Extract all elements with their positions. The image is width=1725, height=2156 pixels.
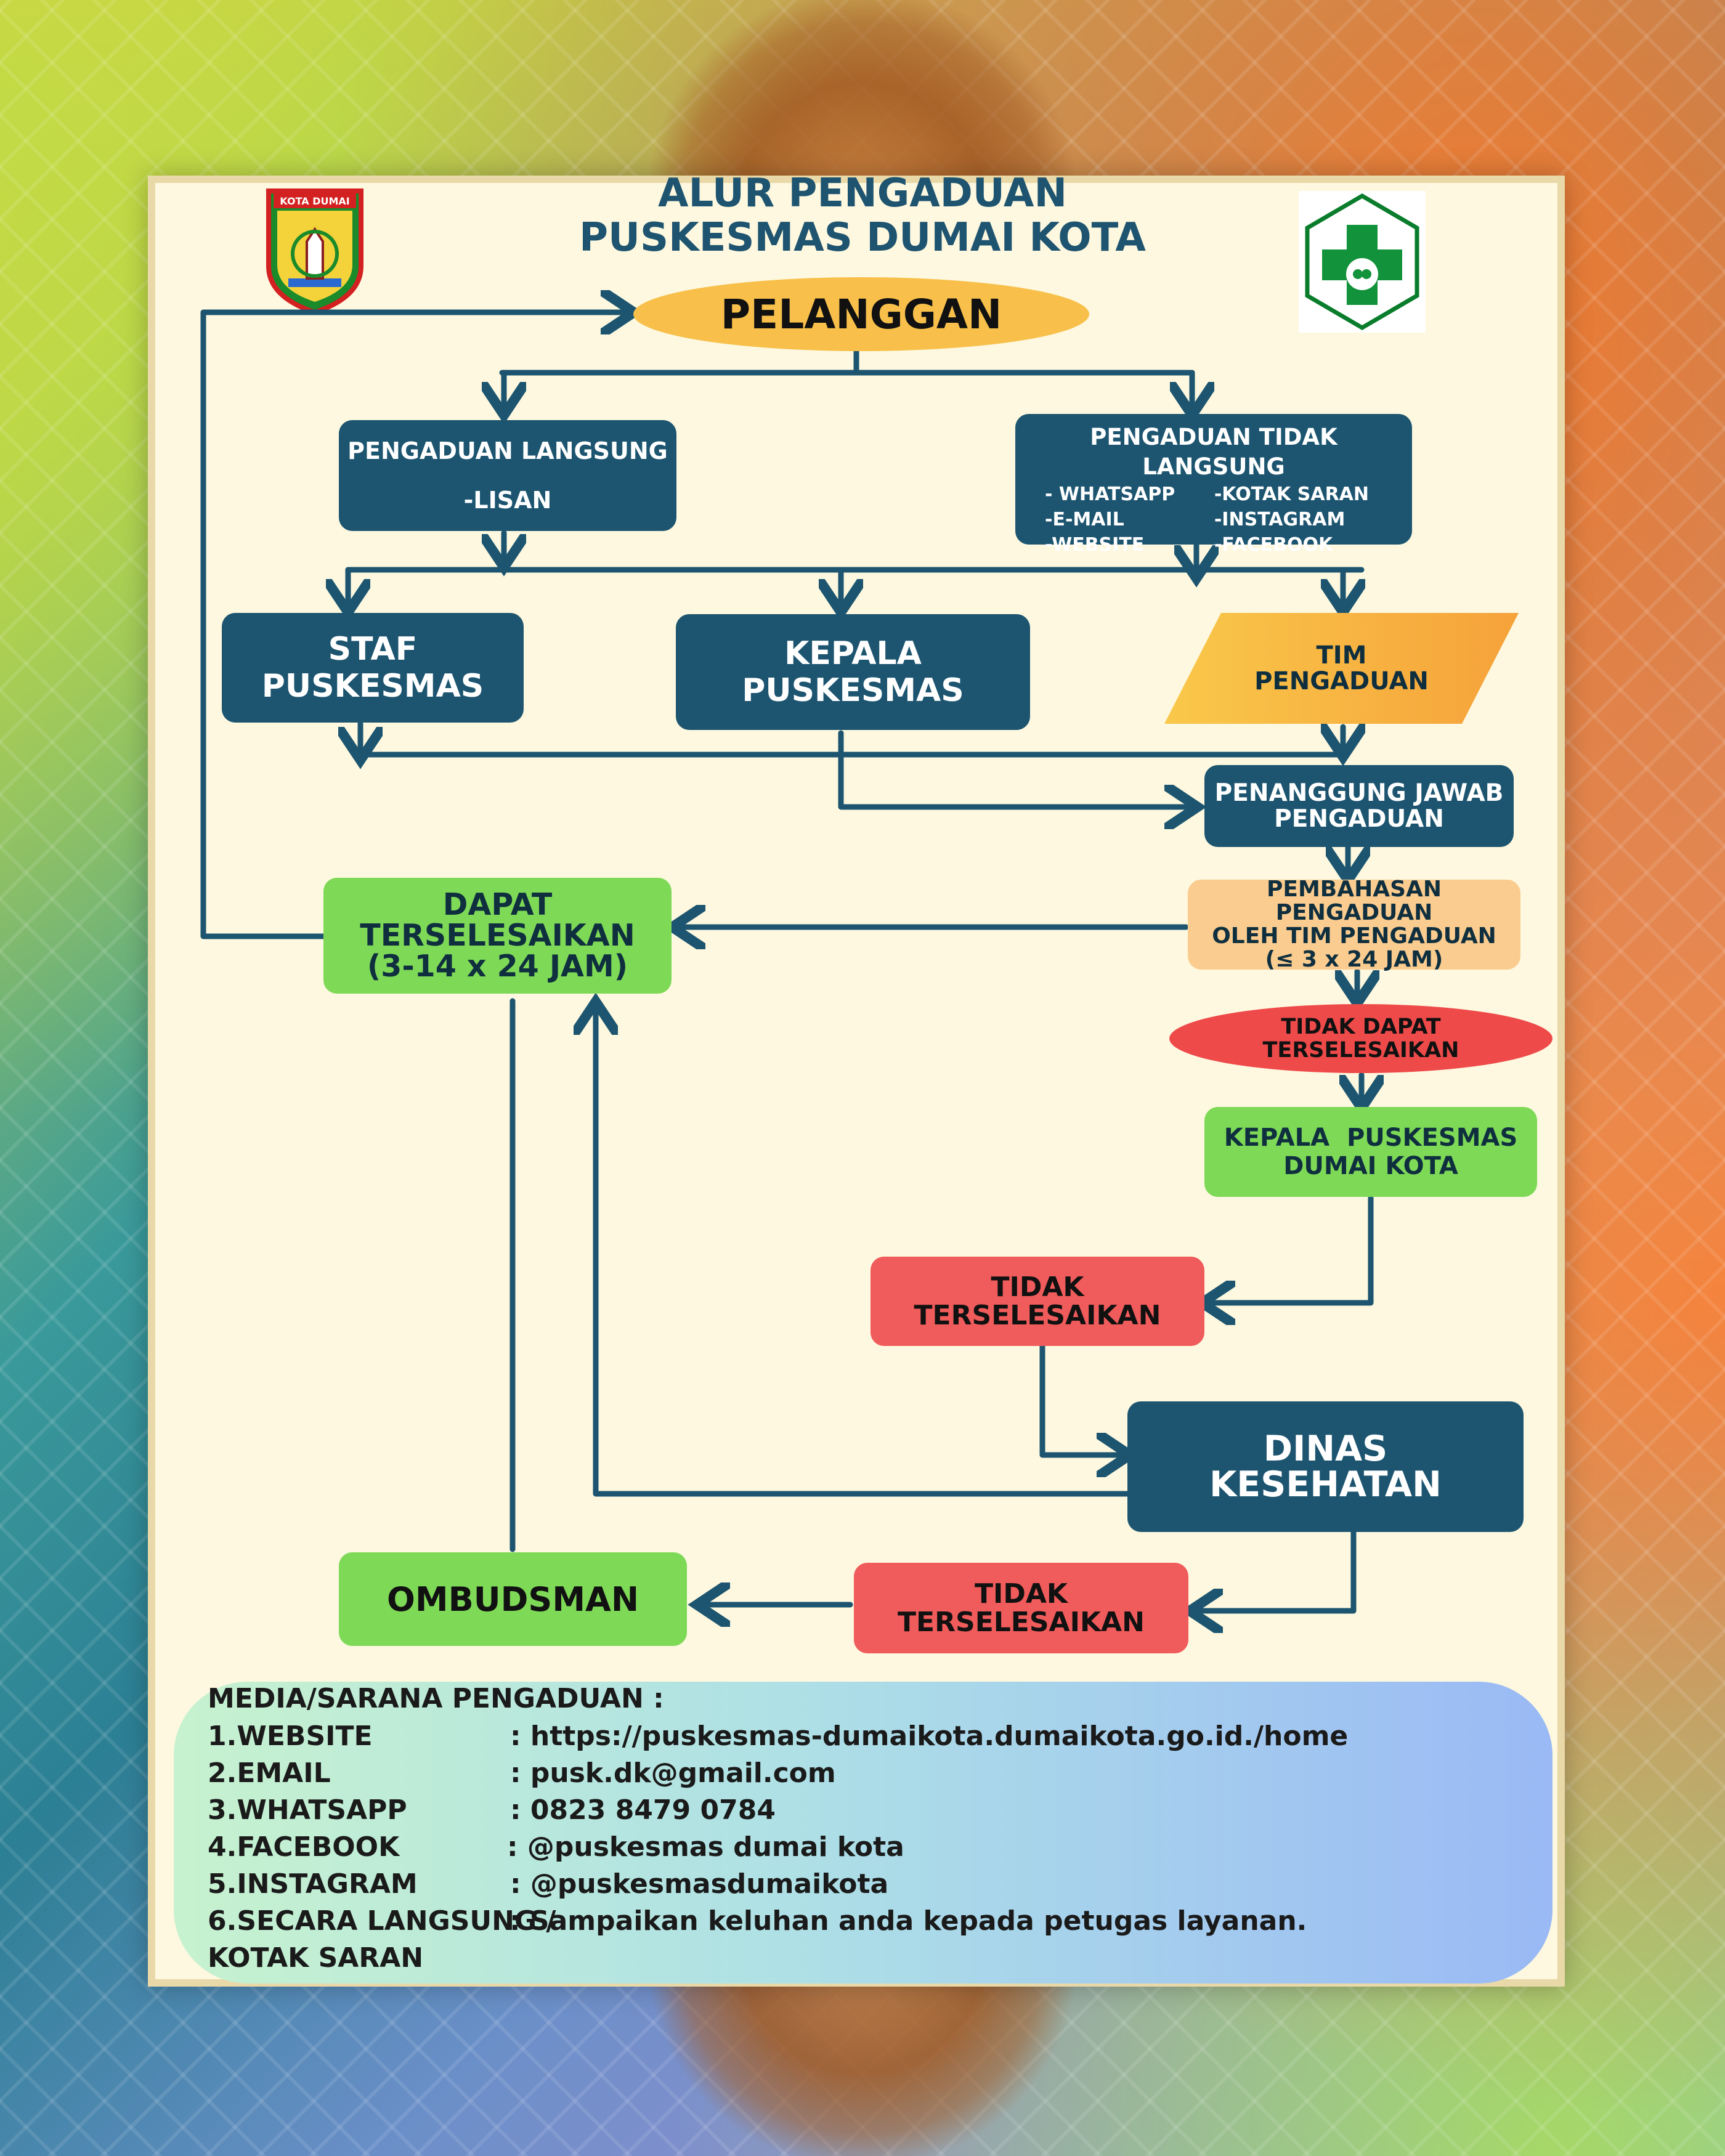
dinas-line-1: DINAS — [1263, 1429, 1388, 1469]
channel-item: -E-MAIL — [1045, 509, 1124, 530]
tim-pengaduan-shape — [1164, 613, 1519, 724]
tidak2-line-1: TIDAK — [974, 1578, 1068, 1610]
node-tidak-terselesaikan-2: TIDAK TERSELESAIKAN — [854, 1563, 1188, 1653]
node-kepala-dumai-kota: KEPALA PUSKESMAS DUMAI KOTA — [1204, 1107, 1537, 1197]
tidak-dapat-line-1: TIDAK DAPAT — [1281, 1015, 1441, 1039]
node-pengaduan-tidak-langsung: PENGADUAN TIDAK LANGSUNG - WHATSAPP -E-M… — [1015, 414, 1412, 556]
penanggung-line-1: PENANGGUNG JAWAB — [1214, 779, 1504, 807]
title-line-1: ALUR PENGADUAN — [657, 171, 1068, 216]
node-pembahasan: PEMBAHASAN PENGADUAN OLEH TIM PENGADUAN … — [1188, 877, 1520, 972]
top-ornament — [641, 0, 1084, 203]
kota-dumai-emblem-icon: KOTA DUMAI — [264, 186, 366, 315]
media-value-website: : https://puskesmas-dumaikota.dumaikota.… — [510, 1720, 1349, 1752]
media-value-langsung: : Sampaikan keluhan anda kepada petugas … — [509, 1905, 1307, 1937]
media-value-facebook: : @puskesmas dumai kota — [507, 1831, 904, 1863]
title-line-2: PUSKESMAS DUMAI KOTA — [579, 215, 1146, 261]
staf-puskesmas-label: STAF PUSKESMAS — [261, 631, 484, 705]
media-value-instagram: : @puskesmasdumaikota — [510, 1868, 889, 1900]
tidak1-line-1: TIDAK — [991, 1271, 1084, 1303]
media-panel — [174, 1682, 1552, 1984]
tidak-langsung-col-2: -KOTAK SARAN -INSTAGRAM -FACEBOOK — [1214, 482, 1369, 557]
puskesmas-cross-logo-icon — [1299, 191, 1426, 333]
dapat-line-2: TERSELESAIKAN — [360, 918, 635, 953]
channel-item: -INSTAGRAM — [1214, 509, 1346, 530]
media-label-langsung: 6.SECARA LANGSUNG / — [208, 1905, 556, 1937]
kepala-puskesmas-label: KEPALA PUSKESMAS — [742, 635, 964, 709]
media-label-email: 2.EMAIL — [208, 1757, 331, 1789]
pembahasan-line-2: OLEH TIM PENGADUAN — [1212, 923, 1496, 949]
channel-item: -KOTAK SARAN — [1214, 484, 1369, 505]
dapat-line-1: DAPAT — [442, 887, 553, 922]
dapat-line-3: (3-14 x 24 JAM) — [367, 949, 628, 984]
tidak-dapat-line-2: TERSELESAIKAN — [1262, 1038, 1459, 1063]
channel-item: - WHATSAPP — [1045, 484, 1175, 505]
node-pengaduan-langsung: PENGADUAN LANGSUNG -LISAN — [339, 420, 676, 531]
dinas-line-2: KESEHATAN — [1209, 1464, 1442, 1505]
node-dapat-terselesaikan: DAPAT TERSELESAIKAN (3-14 x 24 JAM) — [323, 878, 672, 994]
pengaduan-langsung-title: PENGADUAN LANGSUNG — [347, 437, 668, 464]
tim-pengaduan-line-2: PENGADUAN — [1254, 667, 1429, 695]
tidak1-line-2: TERSELESAIKAN — [914, 1299, 1161, 1331]
node-ombudsman: OMBUDSMAN — [339, 1552, 687, 1646]
kepala-dk-line-1: KEPALA PUSKESMAS — [1224, 1124, 1518, 1152]
tidak-langsung-col-1: - WHATSAPP -E-MAIL -WEBSITE — [1045, 482, 1175, 557]
media-label-instagram: 5.INSTAGRAM — [208, 1868, 418, 1900]
channel-item: -WEBSITE — [1045, 534, 1145, 556]
node-staf-puskesmas: STAF PUSKESMAS — [222, 613, 524, 723]
node-tidak-terselesaikan-1: TIDAK TERSELESAIKAN — [871, 1257, 1204, 1346]
ombudsman-label: OMBUDSMAN — [386, 1579, 639, 1619]
node-pelanggan: PELANGGAN — [633, 277, 1089, 351]
tim-pengaduan-line-1: TIM — [1316, 641, 1367, 670]
node-penanggung-jawab: PENANGGUNG JAWAB PENGADUAN — [1204, 765, 1514, 847]
pelanggan-label: PELANGGAN — [720, 290, 1002, 338]
penanggung-line-2: PENGADUAN — [1274, 804, 1444, 833]
media-label-website: 1.WEBSITE — [208, 1720, 373, 1752]
kepala-dk-line-2: DUMAI KOTA — [1283, 1152, 1458, 1180]
pengaduan-tidak-langsung-title: PENGADUAN TIDAK LANGSUNG — [1090, 424, 1337, 480]
node-kepala-puskesmas: KEPALA PUSKESMAS — [676, 614, 1030, 730]
media-value-whatsapp: : 0823 8479 0784 — [510, 1794, 776, 1826]
pengaduan-langsung-item: -LISAN — [463, 487, 552, 514]
kota-dumai-label: KOTA DUMAI — [280, 195, 349, 207]
channel-item: -FACEBOOK — [1214, 534, 1333, 556]
pembahasan-line-1: PEMBAHASAN PENGADUAN — [1266, 877, 1442, 925]
media-label-whatsapp: 3.WHATSAPP — [208, 1794, 407, 1826]
pembahasan-line-3: (≤ 3 x 24 JAM) — [1265, 947, 1443, 972]
tidak2-line-2: TERSELESAIKAN — [898, 1606, 1145, 1638]
media-value-email: : pusk.dk@gmail.com — [510, 1757, 836, 1789]
media-kotak-saran: KOTAK SARAN — [208, 1942, 424, 1974]
media-label-facebook: 4.FACEBOOK — [208, 1831, 400, 1863]
node-tim-pengaduan: TIM PENGADUAN — [1164, 613, 1519, 724]
node-dinas-kesehatan: DINAS KESEHATAN — [1127, 1401, 1524, 1532]
media-heading: MEDIA/SARANA PENGADUAN : — [208, 1683, 664, 1714]
node-tidak-dapat-terselesaikan: TIDAK DAPAT TERSELESAIKAN — [1169, 1004, 1552, 1073]
